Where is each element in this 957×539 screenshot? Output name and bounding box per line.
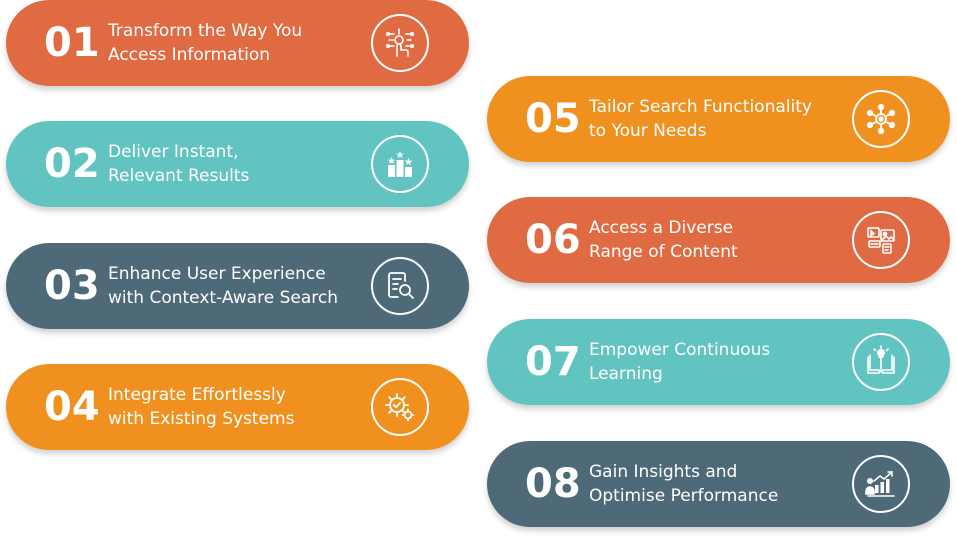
card-label-line1: Deliver Instant, — [108, 142, 239, 162]
benefit-card-08: 08 Gain Insights and Optimise Performanc… — [487, 441, 950, 527]
card-label-line1: Gain Insights and — [589, 462, 738, 482]
benefit-card-07: 07 Empower Continuous Learning — [487, 319, 950, 405]
benefit-card-02: 02 Deliver Instant, Relevant Results — [6, 121, 469, 207]
document-search-icon — [371, 257, 429, 315]
card-label-line1: Integrate Effortlessly — [108, 385, 286, 405]
touch-circuit-icon — [371, 14, 429, 72]
card-label-line2: Learning — [589, 364, 663, 384]
card-label-line2: Range of Content — [589, 242, 738, 262]
card-label: Tailor Search Functionality to Your Need… — [589, 76, 849, 162]
star-ranking-icon — [371, 135, 429, 193]
card-number: 02 — [44, 141, 100, 187]
card-label: Transform the Way You Access Information — [108, 0, 368, 86]
card-number: 08 — [525, 461, 581, 507]
card-label: Enhance User Experience with Context-Awa… — [108, 243, 368, 329]
card-number: 05 — [525, 96, 581, 142]
card-label: Integrate Effortlessly with Existing Sys… — [108, 364, 368, 450]
card-label-line1: Tailor Search Functionality — [589, 97, 812, 117]
card-label: Empower Continuous Learning — [589, 319, 849, 405]
card-label: Access a Diverse Range of Content — [589, 197, 849, 283]
gears-check-icon — [371, 378, 429, 436]
card-label-line2: Relevant Results — [108, 166, 250, 186]
card-label-line1: Enhance User Experience — [108, 264, 326, 284]
benefit-card-04: 04 Integrate Effortlessly with Existing … — [6, 364, 469, 450]
card-label: Deliver Instant, Relevant Results — [108, 121, 368, 207]
card-number: 04 — [44, 384, 100, 430]
card-number: 06 — [525, 217, 581, 263]
benefit-card-03: 03 Enhance User Experience with Context-… — [6, 243, 469, 329]
benefit-card-01: 01 Transform the Way You Access Informat… — [6, 0, 469, 86]
card-number: 07 — [525, 339, 581, 385]
card-number: 01 — [44, 20, 100, 66]
growth-chart-icon — [852, 455, 910, 513]
card-label-line1: Access a Diverse — [589, 218, 734, 238]
card-label-line2: with Existing Systems — [108, 409, 295, 429]
content-devices-icon — [852, 211, 910, 269]
card-label-line1: Transform the Way You — [108, 21, 303, 41]
benefit-card-06: 06 Access a Diverse Range of Content — [487, 197, 950, 283]
card-label-line2: with Context-Aware Search — [108, 288, 338, 308]
card-label-line2: Optimise Performance — [589, 486, 779, 506]
book-bulb-icon — [852, 333, 910, 391]
network-gear-icon — [852, 90, 910, 148]
card-label-line2: to Your Needs — [589, 121, 707, 141]
card-label: Gain Insights and Optimise Performance — [589, 441, 849, 527]
benefit-card-05: 05 Tailor Search Functionality to Your N… — [487, 76, 950, 162]
card-label-line2: Access Information — [108, 45, 271, 65]
card-number: 03 — [44, 263, 100, 309]
card-label-line1: Empower Continuous — [589, 340, 771, 360]
